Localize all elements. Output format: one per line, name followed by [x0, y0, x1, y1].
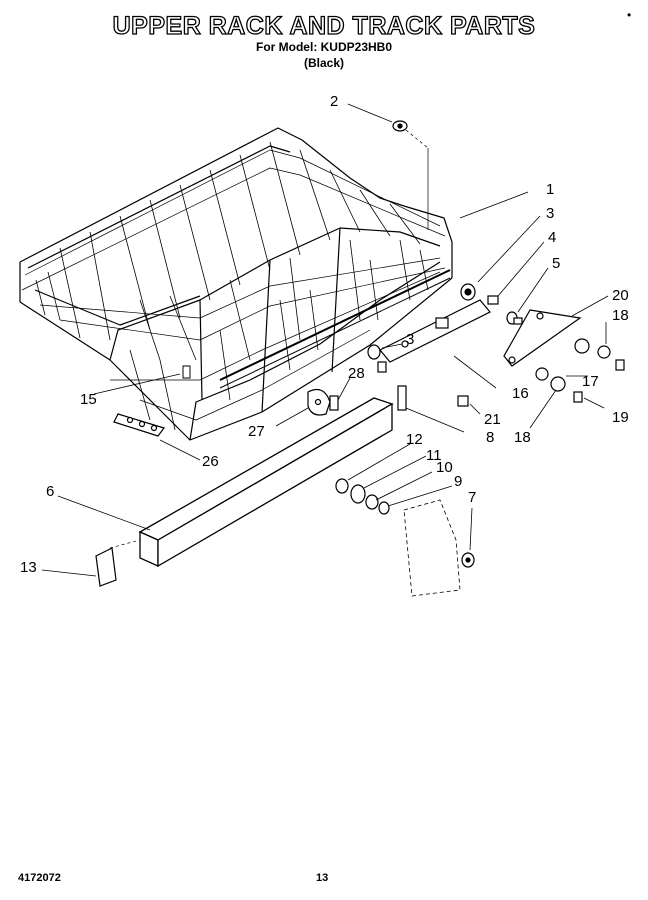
callout-15: 15 [80, 391, 97, 408]
track-lever [503, 309, 582, 367]
model-line: For Model: KUDP23HB0 [255, 40, 392, 54]
callout-3: 3 [546, 205, 555, 222]
callout-6: 6 [46, 483, 55, 500]
corner-mark: • [627, 8, 632, 22]
callout-3b: 3 [406, 331, 415, 348]
callout-2: 2 [330, 93, 339, 110]
track-bracket [379, 299, 491, 363]
callout-10: 10 [436, 459, 453, 476]
leader-lines [41, 103, 609, 577]
track-rail [138, 397, 394, 568]
callout-20: 20 [612, 287, 629, 304]
callout-18b: 18 [514, 429, 531, 446]
callout-19: 19 [612, 409, 629, 426]
lever-hardware [535, 338, 625, 403]
rack-stud [182, 365, 191, 379]
callout-8: 8 [486, 429, 495, 446]
page-number: 13 [316, 872, 329, 884]
model-variant: (Black) [303, 56, 344, 70]
callout-12: 12 [406, 431, 423, 448]
roller-stack [335, 478, 390, 515]
callout-9: 9 [454, 473, 463, 490]
callout-1: 1 [546, 181, 555, 198]
document-number: 4172072 [18, 872, 61, 884]
callout-5: 5 [552, 255, 561, 272]
callout-4: 4 [548, 229, 557, 246]
bushing [392, 120, 408, 132]
rollers-upper [460, 283, 523, 325]
page-title: UPPER RACK AND TRACK PARTS [112, 11, 536, 40]
callout-13: 13 [20, 559, 37, 576]
callout-17: 17 [582, 373, 599, 390]
callout-26: 26 [202, 453, 219, 470]
upper-rack [19, 127, 453, 441]
callout-27: 27 [248, 423, 265, 440]
callout-21: 21 [484, 411, 501, 428]
callout-11: 11 [426, 447, 442, 464]
callout-7: 7 [468, 489, 477, 506]
callout-18: 18 [612, 307, 629, 324]
callout-28: 28 [348, 365, 365, 382]
callout-16: 16 [512, 385, 529, 402]
